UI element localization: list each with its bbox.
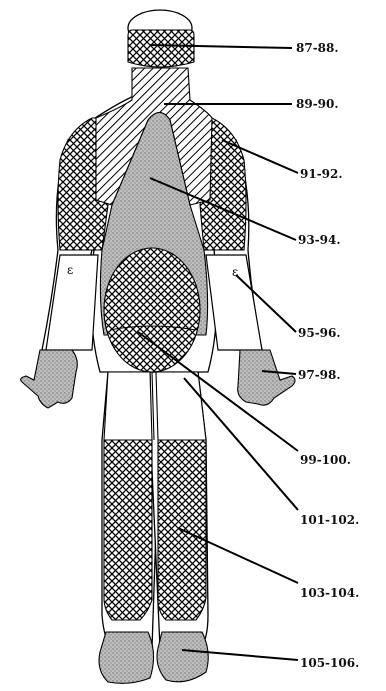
label-neck-upper-back: 89-90. <box>296 97 339 111</box>
label-lower-legs: 103-104. <box>300 586 359 600</box>
label-head: 87-88. <box>296 41 339 55</box>
region-labels: 87-88. 89-90. 91-92. 93-94. 95-96. 97-98… <box>296 41 359 670</box>
label-mid-back: 93-94. <box>298 233 341 247</box>
label-feet: 105-106. <box>300 656 359 670</box>
label-forearms: 95-96. <box>298 326 341 340</box>
label-shoulders-upper-arms: 91-92. <box>300 167 343 181</box>
label-back-of-thighs: 101-102. <box>300 513 359 527</box>
head-region <box>128 10 194 67</box>
lower-back-region <box>104 248 200 372</box>
feet-region <box>99 632 208 683</box>
label-lower-back-buttocks: 99-100. <box>300 453 351 467</box>
left-forearm-mark: ε <box>67 263 73 277</box>
label-hands: 97-98. <box>298 368 341 382</box>
